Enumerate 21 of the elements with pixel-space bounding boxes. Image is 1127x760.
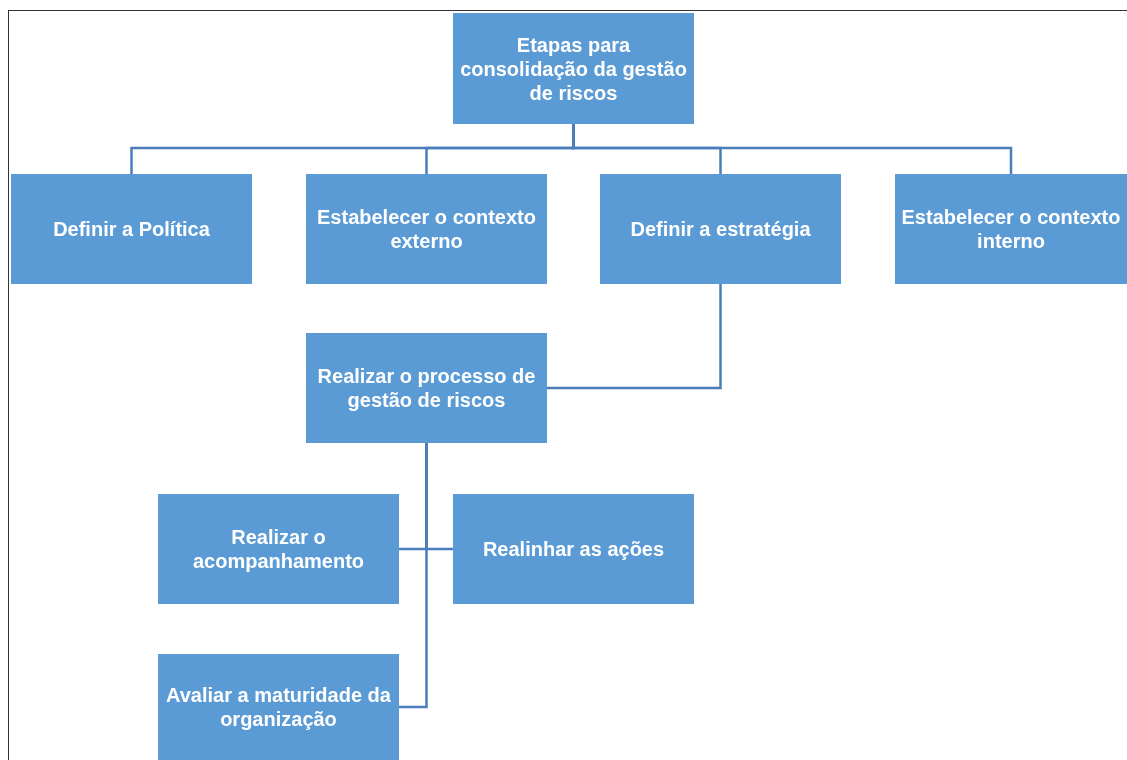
- box-label: Realizar o acompanhamento: [191, 525, 366, 573]
- box-label: Definir a estratégia: [630, 217, 811, 241]
- connector-line: [399, 443, 428, 709]
- box-label: Definir a Política: [53, 217, 210, 241]
- process-box: [895, 174, 1127, 284]
- box-label: Realinhar as ações: [482, 537, 665, 561]
- box-label: Realizar o processo de gestão de riscos: [316, 364, 537, 412]
- connector-line: [547, 284, 722, 390]
- process-box: [453, 13, 694, 124]
- process-box: [600, 174, 841, 284]
- box-label: Etapas para consolidação da gestão de riscos: [459, 32, 688, 105]
- box-label: Estabelecer o contexto externo: [316, 205, 537, 253]
- process-box: [158, 494, 399, 604]
- process-box: [306, 174, 547, 284]
- process-box: [11, 174, 252, 284]
- box-label: Estabelecer o contexto interno: [900, 205, 1122, 253]
- box-label: Avaliar a maturidade da organização: [165, 683, 392, 731]
- process-box: [158, 654, 399, 760]
- process-box: [306, 333, 547, 443]
- process-box: [453, 494, 694, 604]
- connector-line: [572, 124, 1013, 174]
